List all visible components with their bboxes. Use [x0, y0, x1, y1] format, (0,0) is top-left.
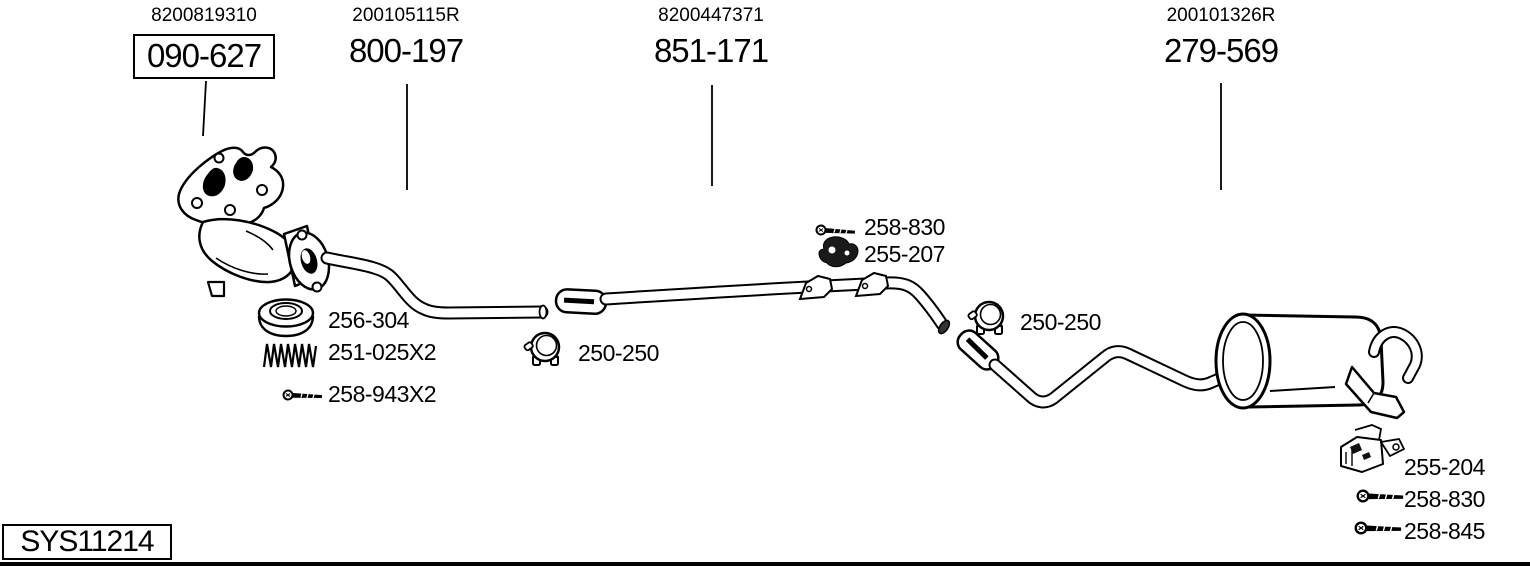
pipe-hanger-tab-icon — [798, 274, 834, 301]
gasket-ring-icon — [257, 298, 315, 338]
oem-reference: 8200819310 — [151, 5, 257, 26]
assembly-label-group: 200101326R 279-569 — [1091, 6, 1351, 67]
component-label: 258-943X2 — [328, 381, 437, 407]
component-label: 255-207 — [864, 241, 945, 267]
oem-reference: 200105115R — [352, 5, 460, 26]
rubber-mount-icon — [818, 236, 859, 268]
leader-line-090-627 — [202, 80, 207, 137]
component-label: 258-830 — [1404, 486, 1485, 512]
component-label: 250-250 — [1020, 309, 1101, 335]
bottom-divider — [0, 562, 1530, 566]
part-number: 851-171 — [653, 32, 769, 69]
component-label: 251-025X2 — [328, 339, 437, 365]
component-label: 258-830 — [864, 214, 945, 240]
system-code: SYS11214 — [20, 525, 154, 558]
spring-icon — [262, 343, 318, 368]
assembly-label-group: 8200819310 090-627 — [74, 6, 334, 79]
component-label: 258-845 — [1404, 518, 1485, 544]
rear-pipe-drawing — [956, 329, 1247, 409]
leader-lines — [202, 80, 1222, 190]
front-pipe-drawing — [287, 229, 549, 320]
component-label: 250-250 — [578, 340, 659, 366]
bolt-icon-258-943 — [282, 389, 324, 402]
oem-reference: 8200447371 — [658, 5, 764, 26]
bolt-icon-258-845 — [1354, 521, 1403, 536]
bolt-icon-258-830-bottom — [1356, 489, 1405, 504]
muffler-bracket-drawing — [1344, 365, 1406, 420]
bolt-icon-258-830-top — [815, 224, 857, 238]
assembly-label-group: 8200447371 851-171 — [581, 6, 841, 67]
clamp-icon-rear — [966, 300, 1005, 336]
rear-muffler-drawing — [1214, 312, 1423, 420]
assembly-label-group: 200105115R 800-197 — [276, 6, 536, 67]
center-pipe-drawing — [554, 271, 951, 335]
hanger-bracket-icon — [1340, 424, 1405, 473]
clamp-icon-mid — [522, 331, 561, 367]
system-code-box: SYS11214 — [2, 524, 172, 560]
part-number: 800-197 — [348, 32, 464, 69]
oem-reference: 200101326R — [1166, 5, 1276, 26]
component-label: 255-204 — [1404, 454, 1485, 480]
component-label: 256-304 — [328, 307, 409, 333]
pipe-hanger-tab-icon — [854, 271, 890, 298]
part-number-highlighted: 090-627 — [132, 34, 276, 79]
part-number: 279-569 — [1163, 32, 1279, 69]
